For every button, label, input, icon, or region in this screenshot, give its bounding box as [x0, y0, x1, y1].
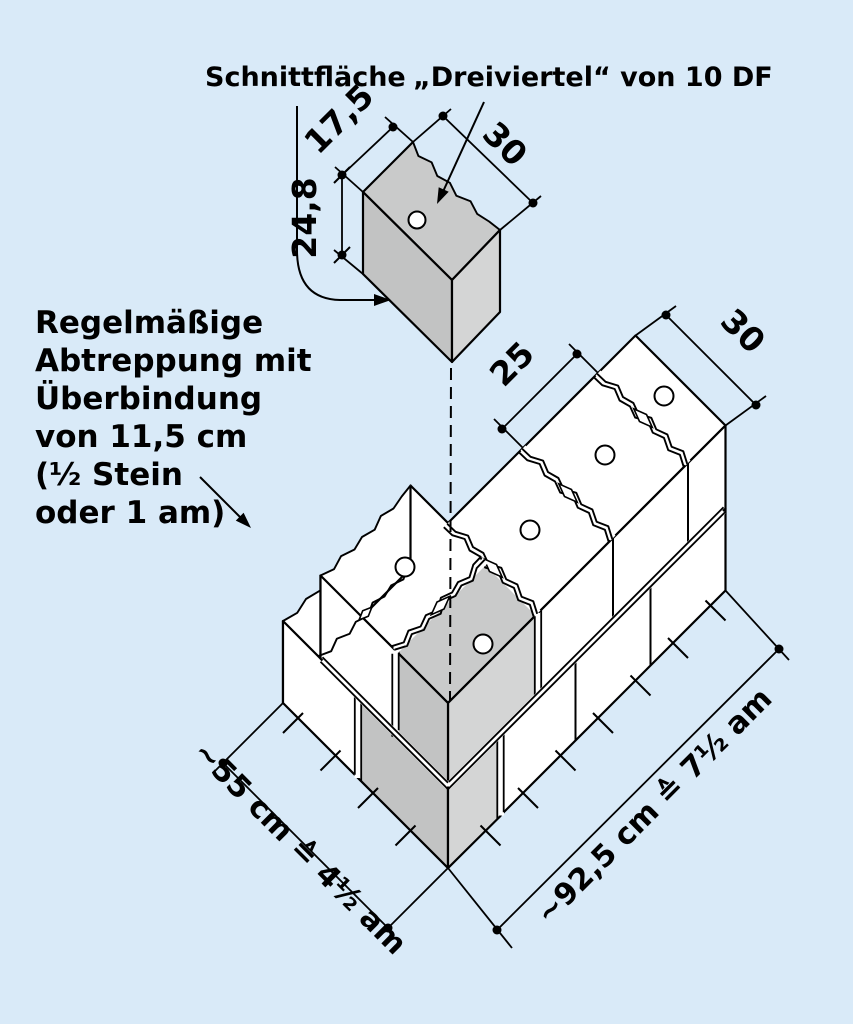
note-line: Überbindung [35, 380, 262, 417]
arrowhead-icon [437, 187, 449, 204]
note-text-block: Regelmäßige Abtreppung mit Überbindung v… [35, 305, 312, 531]
block-hole-icon [594, 444, 616, 466]
placement-dashed-line [449, 367, 452, 702]
bed-joint-gap [320, 658, 451, 789]
jagged-cut-edge [317, 482, 411, 576]
note-line: (½ Stein [35, 457, 183, 493]
bed-joint-gap [445, 508, 726, 789]
arrowhead-icon [374, 294, 391, 306]
module-grid-ticks [282, 599, 727, 847]
jagged-cut-edge [413, 139, 503, 230]
leader-lines [199, 101, 485, 528]
bed-joint-line [447, 511, 727, 790]
three-quarter-leader [440, 101, 485, 197]
note-line: Abtreppung mit [35, 343, 312, 379]
dim-cut-block-height: 24,8 [285, 177, 324, 258]
cut-block-figure [361, 139, 503, 364]
label-three-quarter: „Dreiviertel“ von 10 DF [413, 62, 773, 93]
note-line: oder 1 am) [35, 495, 225, 531]
bed-joint-line [321, 656, 449, 784]
bed-joint-line [319, 661, 449, 790]
block-hole-icon [407, 210, 427, 230]
bed-joint-line [447, 506, 725, 784]
note-line: von 11,5 cm [35, 419, 247, 455]
cut-surface-leader [296, 106, 377, 301]
label-cut-surface: Schnittfläche [205, 62, 406, 93]
arrowhead-icon [235, 512, 251, 528]
block-hole-icon [394, 556, 416, 578]
block-hole-icon [653, 385, 675, 407]
jagged-cut-line [320, 484, 412, 577]
jagged-cut-line [412, 141, 501, 231]
jagged-top-joints [317, 370, 691, 657]
block-holes [394, 385, 675, 655]
cut-block-right-face [450, 228, 502, 364]
note-line: Regelmäßige [35, 305, 263, 341]
note-arrow-line [199, 476, 243, 520]
block-hole-icon [472, 633, 494, 655]
block-hole-icon [519, 519, 541, 541]
